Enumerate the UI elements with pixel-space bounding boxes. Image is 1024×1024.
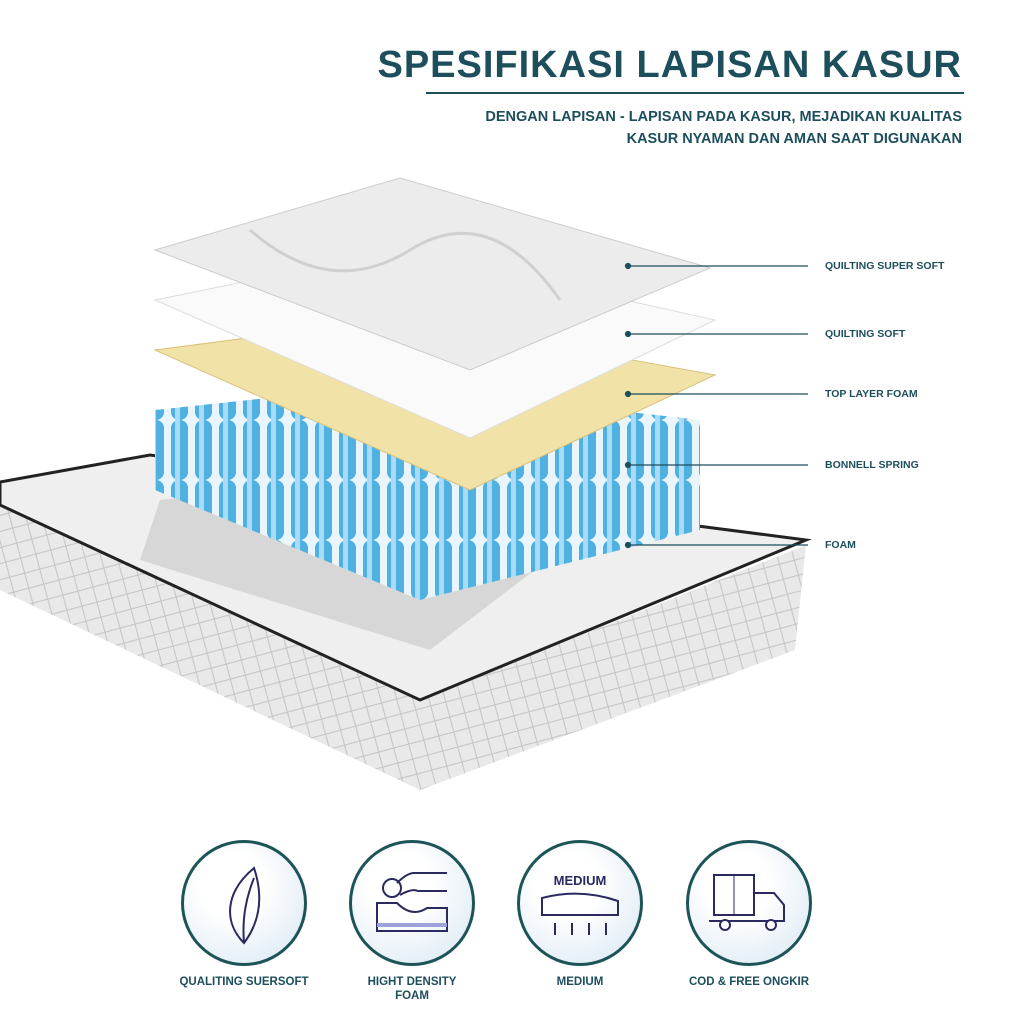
feature-label: HIGHT DENSITY FOAM [367,976,457,1002]
mattress-illustration [0,177,812,790]
feature-label: MEDIUM [556,976,604,988]
title-divider [426,92,964,94]
feature-label: QUALITING SUERSOFT [179,976,309,988]
leaf-icon [181,840,307,966]
delivery-truck-icon [686,840,812,966]
layer-label: FOAM [825,539,856,551]
feature-label: COD & FREE ONGKIR [688,976,810,988]
subtitle-line-1: DENGAN LAPISAN - LAPISAN PADA KASUR, MEJ… [485,109,962,125]
medium-icon-text: MEDIUM [554,873,607,888]
leader-lines [624,262,808,549]
medium-firmness-icon: MEDIUM [517,840,643,966]
layer-label: QUILTING SOFT [825,328,906,340]
page-title: SPESIFIKASI LAPISAN KASUR [377,44,962,86]
subtitle-line-2: KASUR NYAMAN DAN AMAN SAAT DIGUNAKAN [626,131,962,147]
layer-label: BONNELL SPRING [825,459,919,471]
quilting-super-soft-layer [153,177,712,371]
subtitle: DENGAN LAPISAN - LAPISAN PADA KASUR, MEJ… [485,106,962,150]
layer-label: TOP LAYER FOAM [825,388,918,400]
layer-label: QUILTING SUPER SOFT [825,260,945,272]
sleeper-foam-icon [349,840,475,966]
